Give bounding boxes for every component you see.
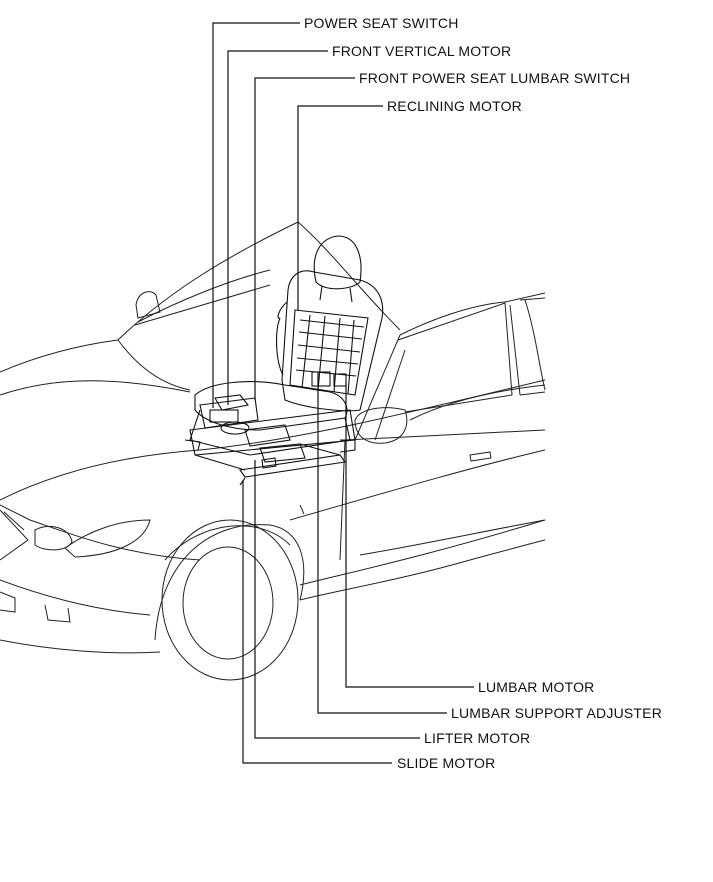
label-lifter-motor: LIFTER MOTOR (424, 730, 531, 746)
label-lumbar-motor: LUMBAR MOTOR (478, 679, 595, 695)
label-front-vertical-motor: FRONT VERTICAL MOTOR (332, 43, 512, 59)
label-reclining-motor: RECLINING MOTOR (387, 98, 522, 114)
label-power-seat-switch: POWER SEAT SWITCH (304, 15, 459, 31)
leader-front-power-seat-lumbar-switch (254, 77, 355, 400)
leader-lifter-motor (254, 460, 420, 739)
label-lumbar-support-adjuster: LUMBAR SUPPORT ADJUSTER (451, 705, 663, 721)
leader-lumbar-support-adjuster (317, 372, 447, 714)
leader-reclining-motor (297, 105, 383, 310)
leader-lumbar-motor (345, 382, 474, 688)
label-front-power-seat-lumbar-switch: FRONT POWER SEAT LUMBAR SWITCH (359, 70, 631, 86)
leader-slide-motor (242, 480, 392, 764)
leader-power-seat-switch (212, 22, 300, 408)
power-seat-assembly (184, 235, 384, 486)
leader-front-vertical-motor (227, 50, 328, 405)
car-body (0, 221, 546, 681)
leader-lines (212, 22, 474, 764)
label-slide-motor: SLIDE MOTOR (397, 755, 496, 771)
